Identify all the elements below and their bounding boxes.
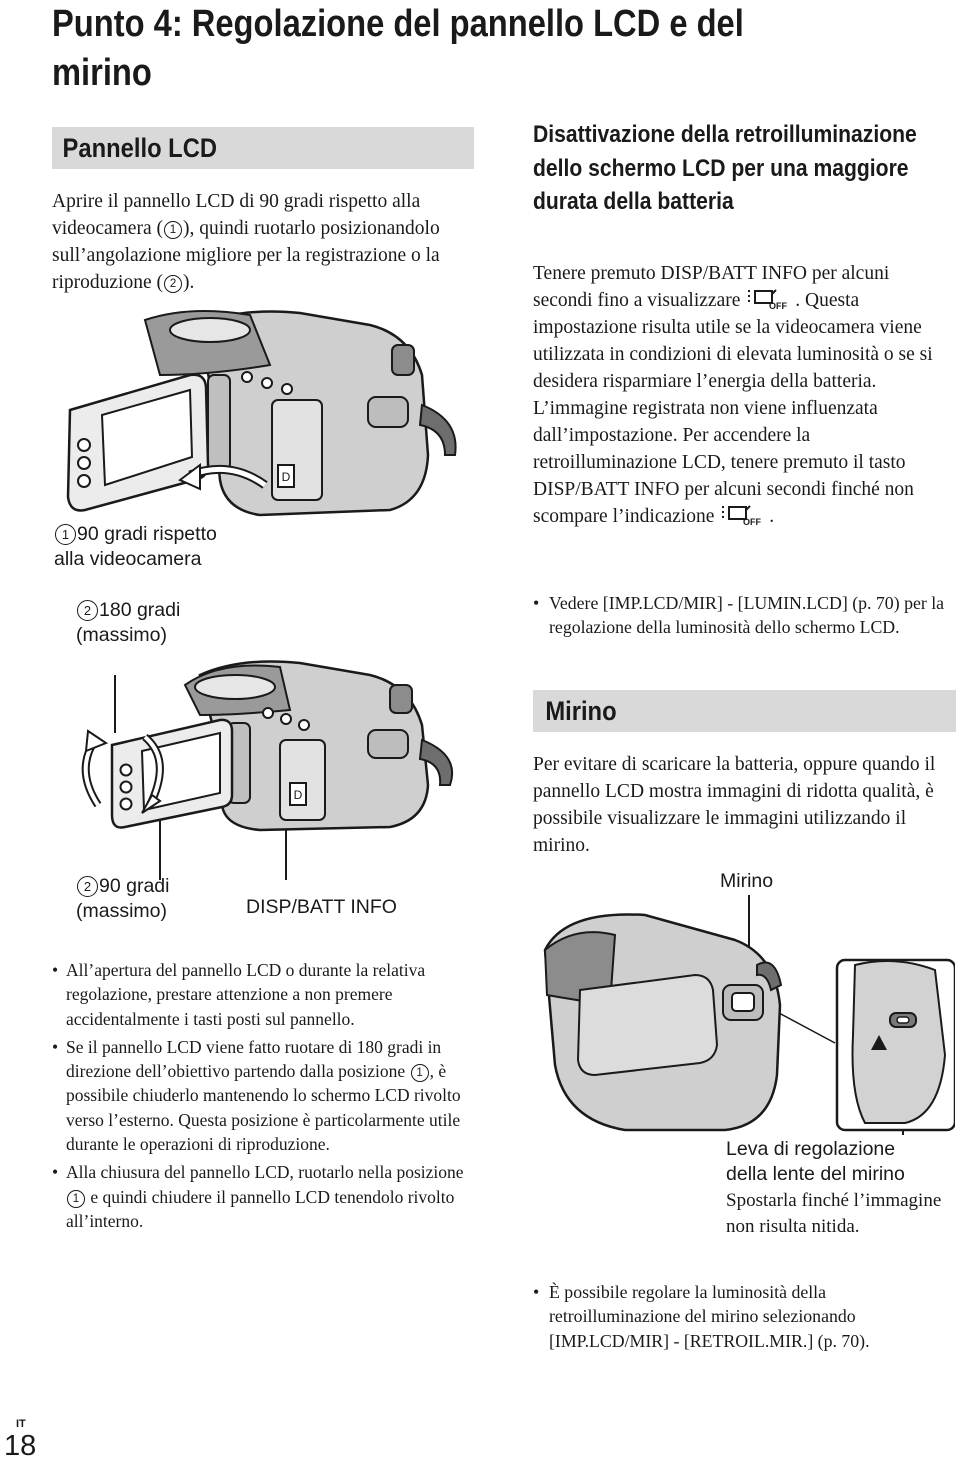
page-number: 18 <box>4 1430 37 1462</box>
page-title-line2: mirino <box>52 52 152 94</box>
list-item: È possibile regolare la luminosità della… <box>533 1280 953 1353</box>
label-disp-batt-info: DISP/BATT INFO <box>246 896 397 918</box>
section-heading-viewfinder: Mirino <box>533 690 956 732</box>
backlight-notes-list: Vedere [IMP.LCD/MIR] - [LUMIN.LCD] (p. 7… <box>533 591 953 644</box>
lcd-notes-list: All’apertura del pannello LCD o durante … <box>52 958 480 1237</box>
viewfinder-notes-list: È possibile regolare la luminosità della… <box>533 1280 953 1357</box>
lcd-backlight-off-icon: OFF <box>748 289 788 310</box>
camcorder-lcd-rotation-illustration: D <box>81 660 454 880</box>
page-title-line1: Punto 4: Regolazione del pannello LCD e … <box>52 3 744 45</box>
lcd-intro-paragraph: Aprire il pannello LCD di 90 gradi rispe… <box>52 191 440 293</box>
circled-number-1: 1 <box>410 1064 429 1083</box>
list-item: Se il pannello LCD viene fatto ruotare d… <box>52 1035 480 1156</box>
circled-number-2: 2 <box>164 275 183 293</box>
svg-text:OFF: OFF <box>743 517 761 526</box>
backlight-heading: Disattivazione della retroilluminazione … <box>533 121 917 215</box>
svg-text:OFF: OFF <box>769 301 787 310</box>
page-number-block: IT 18 <box>4 1418 40 1461</box>
camcorder-lcd-open-illustration: D <box>66 310 457 517</box>
list-item: Alla chiusura del pannello LCD, ruotarlo… <box>52 1160 480 1233</box>
svg-text:D: D <box>282 470 291 484</box>
lcd-backlight-off-icon: OFF <box>722 505 762 526</box>
section-heading-lcd: Pannello LCD <box>52 127 474 169</box>
lens-lever-description: Spostarla finché l’immagine non risulta … <box>726 1190 942 1237</box>
list-item: All’apertura del pannello LCD o durante … <box>52 958 480 1031</box>
circled-number-1: 1 <box>67 1189 85 1208</box>
svg-text:D: D <box>294 788 303 802</box>
viewfinder-paragraph: Per evitare di scaricare la batteria, op… <box>533 754 936 856</box>
circled-number-1: 1 <box>55 524 76 545</box>
circled-number-2: 2 <box>77 876 98 897</box>
label-lens-lever: Leva di regolazione della lente del miri… <box>726 1138 905 1185</box>
backlight-paragraph: Tenere premuto DISP/BATT INFO per alcuni… <box>533 263 933 527</box>
language-code: IT <box>16 1418 26 1430</box>
page-title: Punto 4: Regolazione del pannello LCD e … <box>52 0 809 98</box>
label-viewfinder: Mirino <box>720 870 774 892</box>
circled-number-1: 1 <box>163 221 182 239</box>
camcorder-viewfinder-illustration <box>543 895 955 1135</box>
list-item: Vedere [IMP.LCD/MIR] - [LUMIN.LCD] (p. 7… <box>533 591 953 640</box>
circled-number-2: 2 <box>77 600 98 621</box>
